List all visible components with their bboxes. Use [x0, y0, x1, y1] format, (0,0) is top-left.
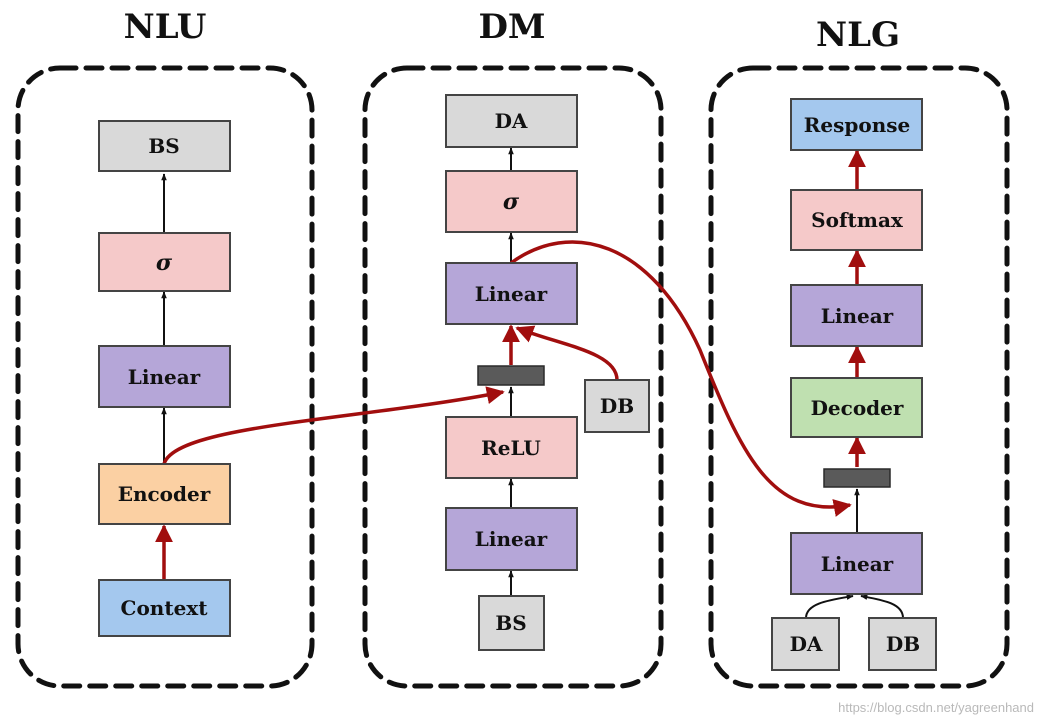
nlu-encoder-label: Encoder — [118, 482, 211, 506]
dm-db-node: DB — [584, 379, 650, 433]
nlg-da-to-linear-arrow — [805, 594, 854, 619]
nlu-section-frame — [15, 65, 315, 689]
dm-linear-top-label: Linear — [475, 282, 548, 306]
dm-db-label: DB — [600, 394, 634, 418]
nlg-db-node: DB — [868, 617, 937, 671]
dm-section-frame — [362, 65, 664, 689]
nlg-decoder-node: Decoder — [790, 377, 923, 438]
nlg-concat-bar — [823, 468, 891, 488]
nlg-response-node: Response — [790, 98, 923, 151]
nlg-linear-bottom-node: Linear — [790, 532, 923, 595]
nlu-linear-label: Linear — [128, 365, 201, 389]
dm-sigma-node: σ — [445, 170, 578, 233]
nlg-response-label: Response — [804, 113, 910, 137]
nlg-linear-top-label: Linear — [821, 304, 894, 328]
dm-relu-label: ReLU — [481, 436, 541, 460]
nlg-db-to-linear-arrow — [860, 594, 904, 619]
dm-concat-bar — [477, 365, 545, 386]
dm-da-node: DA — [445, 94, 578, 148]
nlu-encoder-node: Encoder — [98, 463, 231, 525]
nlg-linear-top-node: Linear — [790, 284, 923, 347]
dm-da-label: DA — [495, 109, 528, 133]
nlg-softmax-node: Softmax — [790, 189, 923, 251]
nlu-bs-label: BS — [148, 134, 179, 158]
dm-section-title: DM — [478, 7, 545, 47]
nlu-bs-node: BS — [98, 120, 231, 172]
dm-sigma-label: σ — [503, 189, 520, 215]
nlu-context-label: Context — [121, 596, 209, 620]
nlg-da-node: DA — [771, 617, 840, 671]
dm-linear-to-nlg-concat-arrow — [509, 240, 852, 517]
dm-linear-top-node: Linear — [445, 262, 578, 325]
watermark: https://blog.csdn.net/yagreenhand — [838, 700, 1034, 715]
dm-relu-node: ReLU — [445, 416, 578, 479]
nlg-db-label: DB — [886, 632, 920, 656]
dm-linear-bottom-label: Linear — [475, 527, 548, 551]
nlg-section-title: NLG — [816, 15, 900, 55]
dm-linear-bottom-node: Linear — [445, 507, 578, 571]
nlu-linear-node: Linear — [98, 345, 231, 408]
dm-bs-label: BS — [495, 611, 526, 635]
nlg-softmax-label: Softmax — [811, 208, 904, 232]
dm-db-to-linear-arrow — [515, 325, 619, 381]
nlu-section-title: NLU — [124, 7, 207, 47]
nlu-sigma-label: σ — [156, 250, 173, 276]
nlu-encoder-to-dm-concat-arrow — [162, 386, 505, 465]
nlg-section-frame — [708, 65, 1010, 689]
nlu-context-node: Context — [98, 579, 231, 637]
nlu-sigma-node: σ — [98, 232, 231, 292]
dm-bs-node: BS — [478, 595, 545, 651]
nlg-decoder-label: Decoder — [811, 396, 904, 420]
nlg-da-label: DA — [790, 632, 823, 656]
nlg-linear-bottom-label: Linear — [821, 552, 894, 576]
